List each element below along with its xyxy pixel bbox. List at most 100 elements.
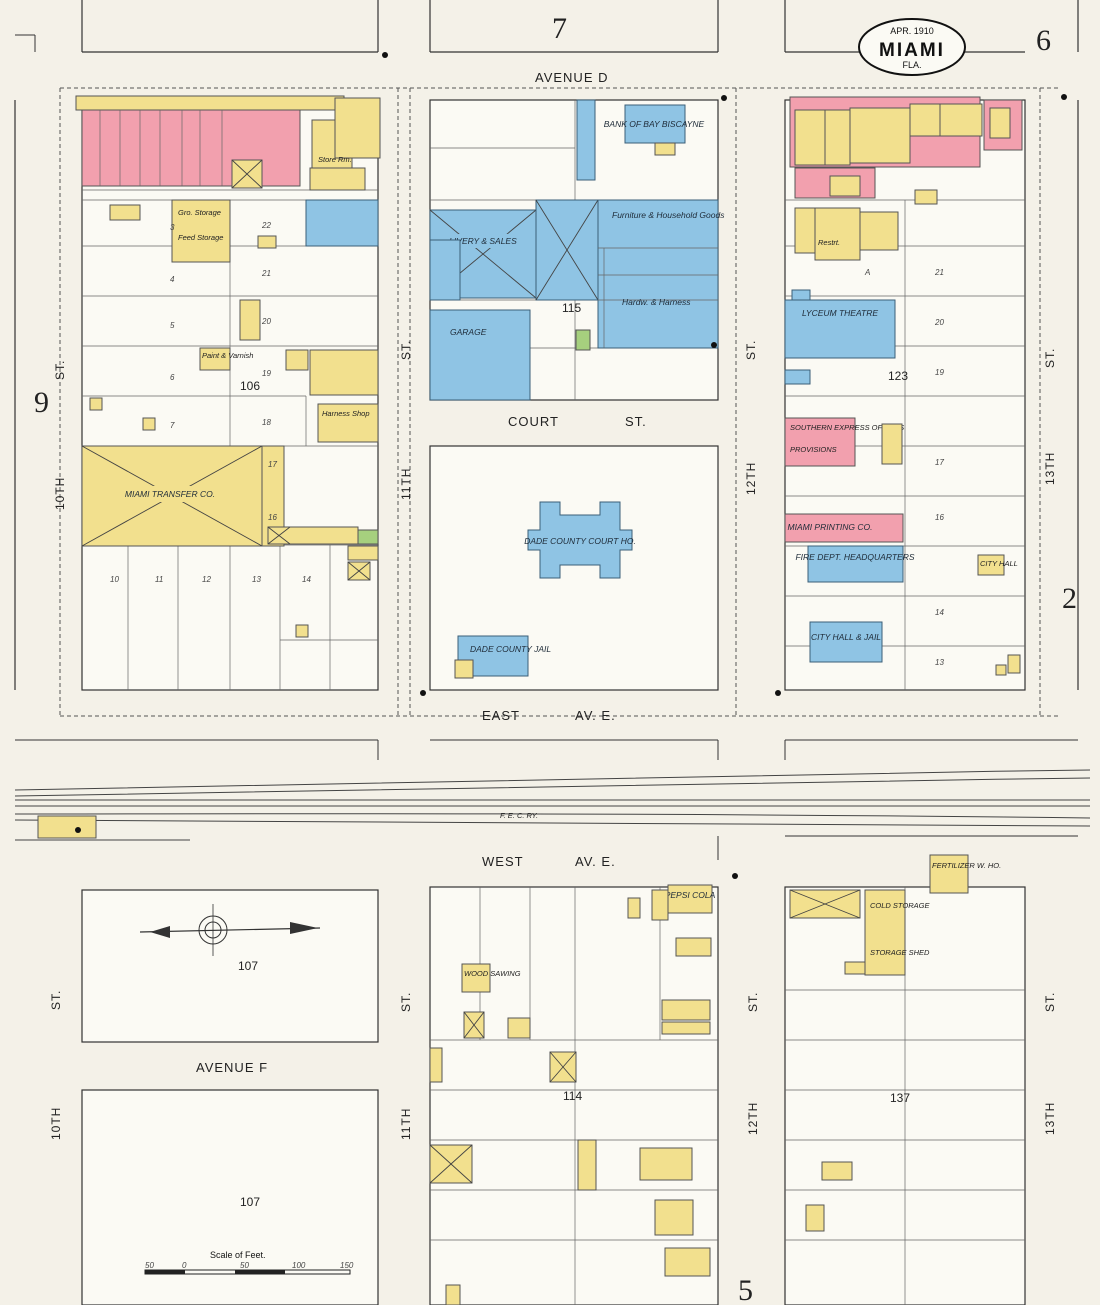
fire-dept-headquarters: [807, 545, 904, 583]
adjacent-sheet-left: 9: [34, 386, 49, 419]
street-12th-st-lower: ST.: [746, 992, 760, 1012]
street-west-ave-2: AV. E.: [575, 854, 616, 869]
street-11th-upper: 11TH: [399, 468, 413, 500]
feed-storage-label: Feed Storage: [178, 233, 223, 242]
restrt-label: Restrt.: [818, 238, 840, 247]
street-12th-st-upper: ST.: [744, 340, 758, 360]
fire-dept-label: FIRE DEPT. HEADQUARTERS: [795, 552, 914, 562]
adjacent-sheet-right: 2: [1062, 582, 1077, 615]
block-107-upper: [81, 889, 379, 1043]
block-137-number: 137: [890, 1091, 910, 1105]
miami-transfer-label: MIAMI TRANSFER CO.: [125, 489, 215, 499]
southern-express-label: SOUTHERN EXPRESS OFFICES: [790, 423, 904, 432]
svg-text:7: 7: [170, 421, 175, 430]
svg-text:21: 21: [261, 269, 271, 278]
scale-bar: Scale of Feet. 50 0 50 100 150: [144, 1250, 354, 1275]
furniture-label: Furniture & Household Goods: [612, 210, 725, 220]
street-west-ave-1: WEST: [482, 854, 524, 869]
street-10th-st-lower: ST.: [49, 990, 63, 1010]
title-cartouche: APR. 1910 MIAMI FLA.: [858, 18, 966, 76]
svg-text:20: 20: [934, 318, 944, 327]
street-11th-lower: 11TH: [399, 1108, 413, 1140]
street-13th-lower: 13TH: [1043, 1102, 1057, 1135]
street-12th-lower: 12TH: [746, 1102, 760, 1135]
block-115-number: 115: [562, 301, 581, 315]
store-rm-label: Store Rm.: [318, 155, 352, 164]
scale-tick: 0: [182, 1261, 187, 1270]
lyceum-label: LYCEUM THEATRE: [802, 308, 878, 318]
jail-label: DADE COUNTY JAIL: [470, 644, 551, 654]
scale-tick: 150: [340, 1261, 354, 1270]
adjacent-sheet-bottom: 5: [738, 1274, 753, 1305]
svg-text:16: 16: [935, 513, 944, 522]
street-10th-st-upper: ST.: [53, 360, 67, 380]
map-state: FLA.: [902, 60, 921, 70]
svg-text:11: 11: [155, 575, 163, 584]
street-13th-st-upper: ST.: [1043, 348, 1057, 368]
dade-county-jail: [457, 635, 529, 677]
fertilizer-label: FERTILIZER W. HO.: [932, 861, 1001, 870]
block-107-lower-number: 107: [240, 1195, 260, 1209]
miami-printing-label: MIAMI PRINTING CO.: [788, 522, 873, 532]
svg-text:12: 12: [202, 575, 211, 584]
street-court-2: ST.: [625, 414, 647, 429]
scale-tick: 50: [240, 1261, 249, 1270]
paint-varnish-label: Paint & Varnish: [202, 351, 253, 360]
svg-text:13: 13: [252, 575, 261, 584]
street-east-ave-1: EAST: [482, 708, 520, 723]
bank-label: BANK OF BAY BISCAYNE: [604, 119, 705, 129]
street-court-1: COURT: [508, 414, 559, 429]
street-11th-st-upper: ST.: [399, 340, 413, 360]
provisions-label: PROVISIONS: [790, 445, 837, 454]
svg-text:A: A: [864, 268, 870, 277]
street-11th-st-lower: ST.: [399, 992, 413, 1012]
block-114-number: 114: [563, 1089, 582, 1103]
block-107-lower: [81, 1089, 379, 1305]
city-hall-jail-label: CITY HALL & JAIL: [811, 632, 881, 642]
street-13th-upper: 13TH: [1043, 452, 1057, 485]
svg-text:4: 4: [170, 275, 175, 284]
svg-text:5: 5: [170, 321, 175, 330]
svg-text:19: 19: [935, 368, 944, 377]
city-hall-label: CITY HALL: [980, 559, 1018, 568]
garage-label: GARAGE: [450, 327, 487, 337]
store-row-avenue-d: [81, 109, 301, 187]
lyceum-theatre: [784, 299, 896, 359]
pepsi-label: PEPSI COLA: [665, 890, 716, 900]
svg-text:17: 17: [268, 460, 277, 469]
svg-text:21: 21: [934, 268, 944, 277]
block-107-upper-number: 107: [238, 959, 258, 973]
street-10th-upper: 10TH: [53, 477, 67, 510]
street-avenue-d: AVENUE D: [535, 70, 609, 85]
wood-sawing-label: WOOD SAWING: [464, 969, 521, 978]
svg-text:6: 6: [170, 373, 175, 382]
gro-storage-label: Gro. Storage: [178, 208, 221, 217]
adjacent-sheet-top: 7: [552, 12, 567, 45]
dade-county-court-house: [527, 501, 633, 579]
svg-text:22: 22: [261, 221, 271, 230]
svg-text:19: 19: [262, 369, 271, 378]
street-13th-st-lower: ST.: [1043, 992, 1057, 1012]
garage-building: [305, 199, 379, 247]
cold-storage-label: COLD STORAGE: [870, 901, 930, 910]
scale-label: Scale of Feet.: [210, 1250, 266, 1260]
svg-text:18: 18: [262, 418, 271, 427]
bank-of-bay-biscayne: [624, 104, 686, 144]
harness-label: Harness Shop: [322, 409, 370, 418]
compass-rose-icon: [139, 904, 321, 956]
svg-text:10: 10: [110, 575, 119, 584]
livery-label: LIVERY & SALES: [449, 236, 517, 246]
southern-express: [784, 417, 856, 467]
svg-text:14: 14: [302, 575, 311, 584]
fertilizer-warehouse: [929, 854, 969, 894]
sheet-number: 6: [1036, 24, 1051, 57]
cold-storage: [864, 889, 906, 976]
miami-printing-co: [784, 513, 904, 543]
map-city: MIAMI: [879, 40, 945, 61]
street-12th-upper: 12TH: [744, 462, 758, 495]
scale-tick: 50: [145, 1261, 154, 1270]
scale-tick: 100: [292, 1261, 306, 1270]
hardware-label: Hardw. & Harness: [622, 297, 691, 307]
block-123-number: 123: [888, 369, 908, 383]
